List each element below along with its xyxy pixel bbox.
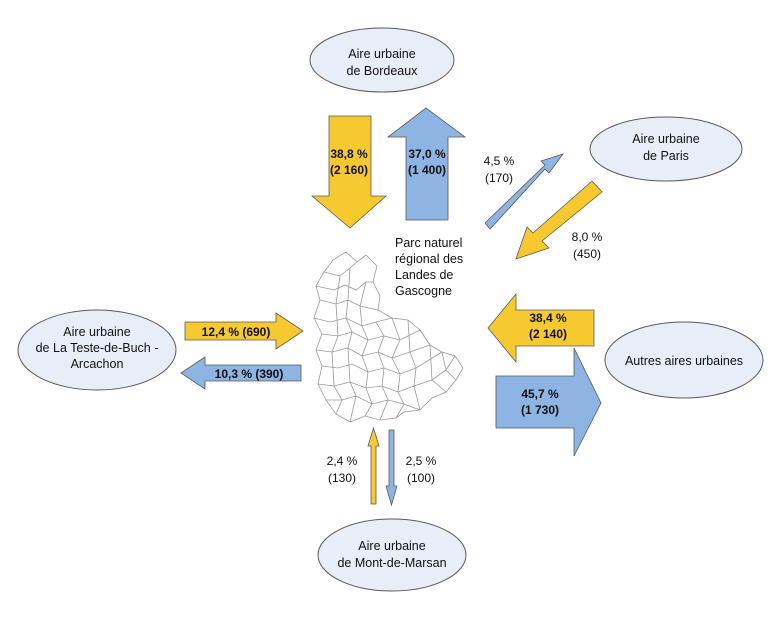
node-montmarsan-line1: Aire urbaine — [358, 539, 425, 553]
node-teste: Aire urbaine de La Teste-de-Buch - Arcac… — [17, 309, 177, 391]
flow-montmarsan-out-pct: 2,5 % — [406, 454, 437, 468]
flow-autres-in-pct: 38,4 % — [529, 311, 567, 325]
node-paris-line1: Aire urbaine — [632, 132, 699, 146]
arrow-montmarsan-out — [385, 429, 398, 507]
flow-autres-in-count: (2 140) — [529, 327, 567, 341]
park-label-line1: Parc naturel — [395, 236, 462, 250]
arrow-teste-out — [180, 356, 302, 390]
flow-bordeaux-in-pct: 38,8 % — [330, 147, 368, 161]
flow-autres-out-count: (1 730) — [521, 403, 559, 417]
arrow-teste-in — [184, 312, 304, 350]
flow-paris-out-count: (170) — [485, 171, 513, 185]
park-label-line4: Gascogne — [395, 284, 452, 298]
flow-teste-in-label: 12,4 % (690) — [202, 325, 271, 339]
park-map-communes — [313, 261, 457, 423]
flow-bordeaux-in-count: (2 160) — [330, 163, 368, 177]
node-teste-line2: de La Teste-de-Buch - — [36, 341, 159, 355]
arrow-bordeaux-out — [386, 107, 467, 221]
park-label-line2: régional des — [395, 252, 463, 266]
flow-paris-in-pct: 8,0 % — [572, 230, 603, 244]
flow-montmarsan-in-count: (130) — [328, 471, 356, 485]
flow-autres-out-pct: 45,7 % — [521, 387, 559, 401]
node-montmarsan: Aire urbaine de Mont-de-Marsan — [317, 518, 467, 592]
node-paris-line2: de Paris — [643, 149, 689, 163]
flow-bordeaux-out-pct: 37,0 % — [408, 147, 446, 161]
node-teste-line1: Aire urbaine — [63, 325, 130, 339]
arrow-montmarsan-in — [367, 426, 380, 505]
arrow-autres-in — [487, 292, 595, 364]
node-teste-line3: Arcachon — [71, 357, 124, 371]
flow-montmarsan-out-count: (100) — [407, 471, 435, 485]
arrow-autres-out — [495, 347, 602, 457]
flow-montmarsan-in-pct: 2,4 % — [327, 454, 358, 468]
node-autres-shape — [604, 321, 764, 399]
node-montmarsan-shape — [317, 518, 467, 592]
node-bordeaux-line1: Aire urbaine — [348, 47, 415, 61]
node-autres: Autres aires urbaines — [604, 321, 764, 399]
park-label: Parc naturel régional des Landes de Gasc… — [395, 236, 463, 298]
arrow-bordeaux-in — [310, 115, 388, 229]
arrow-paris-out — [484, 153, 565, 230]
flow-teste-out-label: 10,3 % (390) — [215, 367, 284, 381]
node-teste-shape — [17, 309, 177, 391]
flow-paris-out-pct: 4,5 % — [484, 154, 515, 168]
flow-paris-in-count: (450) — [573, 247, 601, 261]
node-bordeaux: Aire urbaine de Bordeaux — [309, 27, 455, 93]
park-map — [313, 251, 464, 423]
node-paris-shape — [589, 116, 743, 182]
node-montmarsan-line2: de Mont-de-Marsan — [337, 556, 446, 570]
park-label-line3: Landes de — [395, 268, 453, 282]
node-bordeaux-shape — [309, 27, 455, 93]
node-autres-line1: Autres aires urbaines — [625, 354, 743, 368]
flow-bordeaux-out-count: (1 400) — [408, 163, 446, 177]
arrow-paris-in — [515, 180, 603, 260]
node-bordeaux-line2: de Bordeaux — [347, 64, 419, 78]
node-paris: Aire urbaine de Paris — [589, 116, 743, 182]
